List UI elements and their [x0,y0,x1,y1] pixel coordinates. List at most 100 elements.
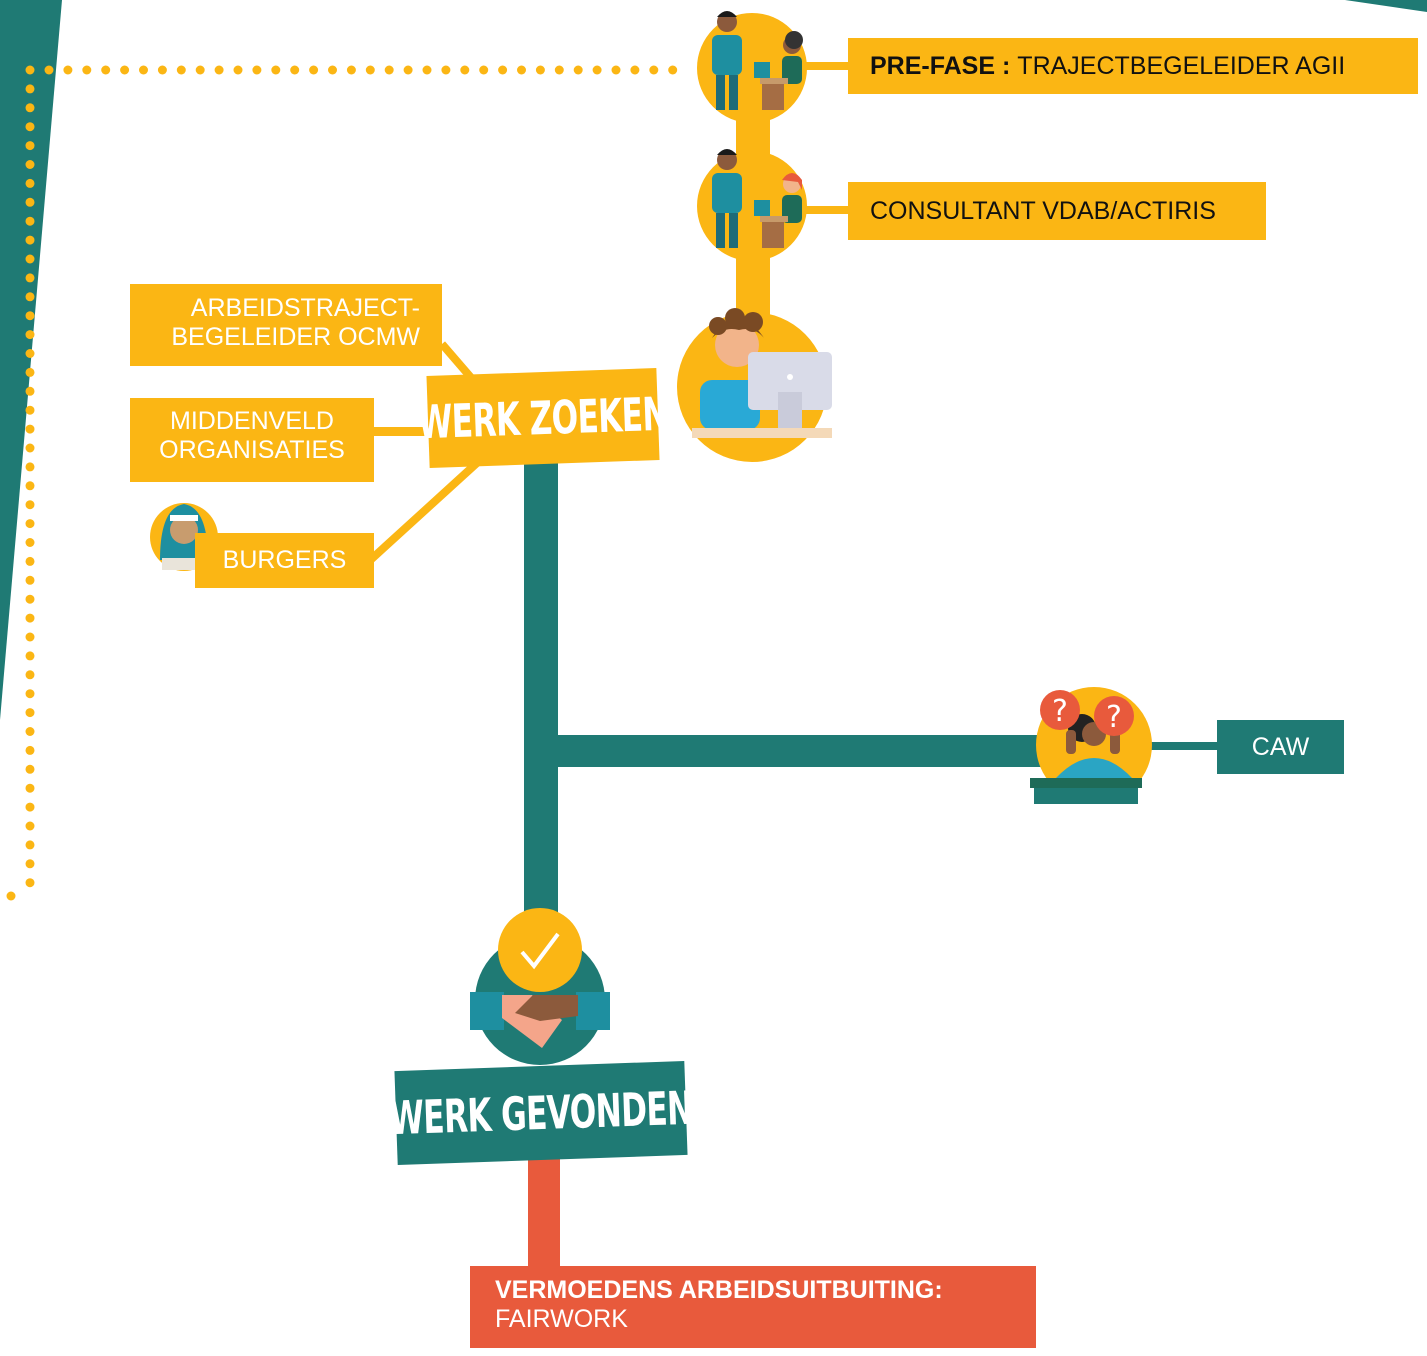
burgers-label: BURGERS [195,533,374,588]
connector-dot [44,65,54,75]
connector-dot [441,65,451,75]
middenveld-line1: MIDDENVELD [170,407,334,435]
connector-dot [630,65,640,75]
connector-dot [649,65,659,75]
connector-dot [214,65,224,75]
connector-dot [365,65,375,75]
connector-dot [25,538,35,547]
connector-dot [25,632,35,642]
connector-dot [25,500,35,510]
svg-text:?: ? [1052,694,1068,729]
connector-dot [422,65,432,75]
connector-dot [25,670,35,680]
connector-dot [573,65,583,75]
connector-dot [25,594,35,604]
fairwork-line [528,1150,560,1270]
connector-dot [25,840,35,850]
connector-dot [25,689,35,699]
connector-dot [25,821,35,831]
connector-dot [25,708,35,718]
svg-text:?: ? [1106,700,1122,735]
connector-dot [25,65,35,75]
connector-dot [25,802,35,812]
fairwork-label: VERMOEDENS ARBEIDSUITBUITING: FAIRWORK [470,1266,1036,1348]
connector-dot [25,349,35,358]
connector-dot [233,65,243,75]
connector-dot [25,443,35,453]
connector-dot [554,65,564,75]
connector-dot [611,65,621,75]
connector-dot [25,122,35,132]
connector-dot [139,65,148,75]
connector-dot [25,311,35,321]
main-trunk [524,445,558,915]
connector-dot [25,613,35,623]
middenveld-label: MIDDENVELD ORGANISATIES [130,398,374,482]
arbeidstraject-line2: BEGELEIDER OCMW [171,323,420,351]
computer-user-icon [677,308,832,462]
connector-dot [535,65,545,75]
caw-label: CAW [1217,720,1344,774]
middenveld-line2: ORGANISATIES [159,436,345,464]
connector-dot [25,575,35,585]
left-band [0,0,62,720]
prefase-text: TRAJECTBEGELEIDER AGII [1017,51,1346,80]
connector-dot [25,235,35,245]
arbeidstraject-line1: ARBEIDSTRAJECT- [190,294,420,322]
connector-dot [25,745,35,755]
connector-dot [25,292,35,302]
connector-dot [25,178,35,188]
connector-dot [25,386,35,396]
consultant-text: CONSULTANT VDAB/ACTIRIS [870,196,1216,225]
connector-dot [195,65,205,75]
counselling-icon [697,149,807,261]
connector-dot [25,727,35,736]
connector-dot [25,481,35,491]
prefase-bold: PRE-FASE : [870,51,1011,80]
dotted-connector [6,65,678,901]
connector-dot [498,65,508,75]
arbeidstraject-label: ARBEIDSTRAJECT- BEGELEIDER OCMW [130,284,442,366]
caw-branch [524,735,1044,767]
connector-dot [63,65,73,75]
connector-dot [668,65,678,75]
connector-dot [25,424,35,434]
counselling-icon [697,11,807,123]
connector-dot [25,783,35,793]
connector-dot [290,65,300,75]
confused-person-icon: ? ? [1030,687,1152,804]
werk-gevonden-text: WERK GEVONDEN [388,1080,694,1146]
werk-gevonden-stamp: WERK GEVONDEN [389,1060,693,1166]
connector-dot [176,65,186,75]
connector-dot [25,254,35,264]
prefase-connector [780,62,852,70]
consultant-label: CONSULTANT VDAB/ACTIRIS [848,182,1266,240]
connector-dot [403,65,413,75]
prefase-label: PRE-FASE : TRAJECTBEGELEIDER AGII [848,38,1418,94]
connector-dot [25,197,35,207]
connector-dot [101,65,111,75]
connector-dot [328,65,337,75]
connector-dot [25,764,35,774]
connector-dot [25,84,35,94]
connector-dot [592,65,602,75]
connector-dot [25,216,35,226]
consultant-connector [780,206,852,214]
connector-dot [384,65,394,75]
connector-dot [479,65,489,75]
connector-dot [82,65,92,75]
connector-dot [157,65,167,75]
caw-connector [1140,742,1220,750]
connector-dot [460,65,470,75]
connector-dot [25,103,35,113]
connector-dot [25,405,35,415]
connector-dot [6,891,16,901]
werk-zoeken-stamp: WERK ZOEKEN [417,368,669,468]
connector-dot [271,65,281,75]
connector-dot [25,519,35,529]
connector-dot [120,65,130,75]
burgers-text: BURGERS [222,546,347,574]
fairwork-bold: VERMOEDENS ARBEIDSUITBUITING: [495,1276,943,1304]
caw-text: CAW [1251,732,1310,761]
